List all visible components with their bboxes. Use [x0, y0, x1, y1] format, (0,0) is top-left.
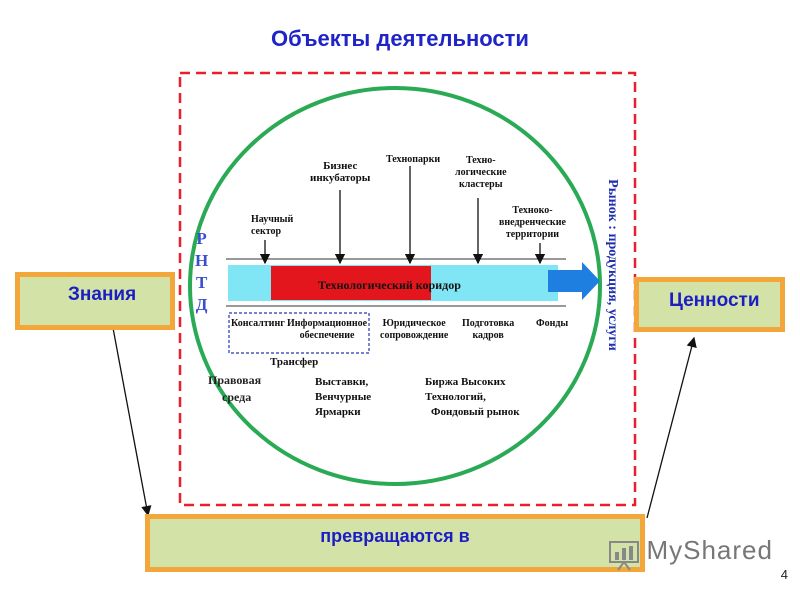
- watermark-text: MyShared: [646, 535, 773, 565]
- market-vertical-label: Рынок : продукция, услуги: [605, 179, 620, 351]
- tech-exchange: Биржа Высоких Технологий, Фондовый рынок: [425, 376, 520, 418]
- arrow-bottom-to-values: [646, 336, 697, 519]
- tag-technoparks: Технопарки: [386, 154, 441, 165]
- transform-box: превращаются в: [145, 514, 645, 572]
- tag-business-incubators: Бизнес инкубаторы: [310, 160, 371, 184]
- transfer-label: Трансфер: [270, 356, 319, 368]
- tag-funds: Фонды: [536, 318, 569, 329]
- tag-information: Информационное обеспечение: [287, 318, 368, 341]
- values-label: Ценности: [669, 290, 760, 311]
- corridor-red-segment: [271, 266, 431, 300]
- legal-environment: Правовая среда: [208, 373, 262, 404]
- page-title: Объекты деятельности: [271, 26, 529, 51]
- tag-consulting: Консалтинг: [231, 318, 285, 329]
- presentation-icon: [609, 540, 639, 571]
- transform-label: превращаются в: [320, 526, 470, 546]
- values-box: Ценности: [634, 277, 785, 332]
- tag-legal: Юридическое сопровождение: [380, 318, 449, 341]
- rntd-label: Р Н Т Д: [195, 229, 209, 314]
- tag-tech-clusters: Техно- логические кластеры: [455, 155, 507, 190]
- watermark: MyShared: [606, 535, 773, 572]
- market-arrow: [548, 262, 600, 300]
- page-number: 4: [780, 567, 788, 582]
- tag-scientific-sector: Научный сектор: [251, 214, 294, 237]
- tag-training: Подготовка кадров: [462, 318, 515, 341]
- dashed-frame: [178, 71, 637, 507]
- knowledge-label: Знания: [68, 284, 137, 305]
- tag-tech-territories: Техноко- внедренческие территории: [499, 205, 566, 240]
- transfer-box: [228, 312, 370, 354]
- green-ellipse: [188, 86, 602, 486]
- corridor-label: Технологический коридор: [318, 278, 461, 292]
- knowledge-box: Знания: [15, 272, 175, 330]
- arrow-knowledge-to-bottom: [112, 327, 152, 517]
- exhibitions: Выставки, Венчурные Ярмарки: [315, 376, 372, 418]
